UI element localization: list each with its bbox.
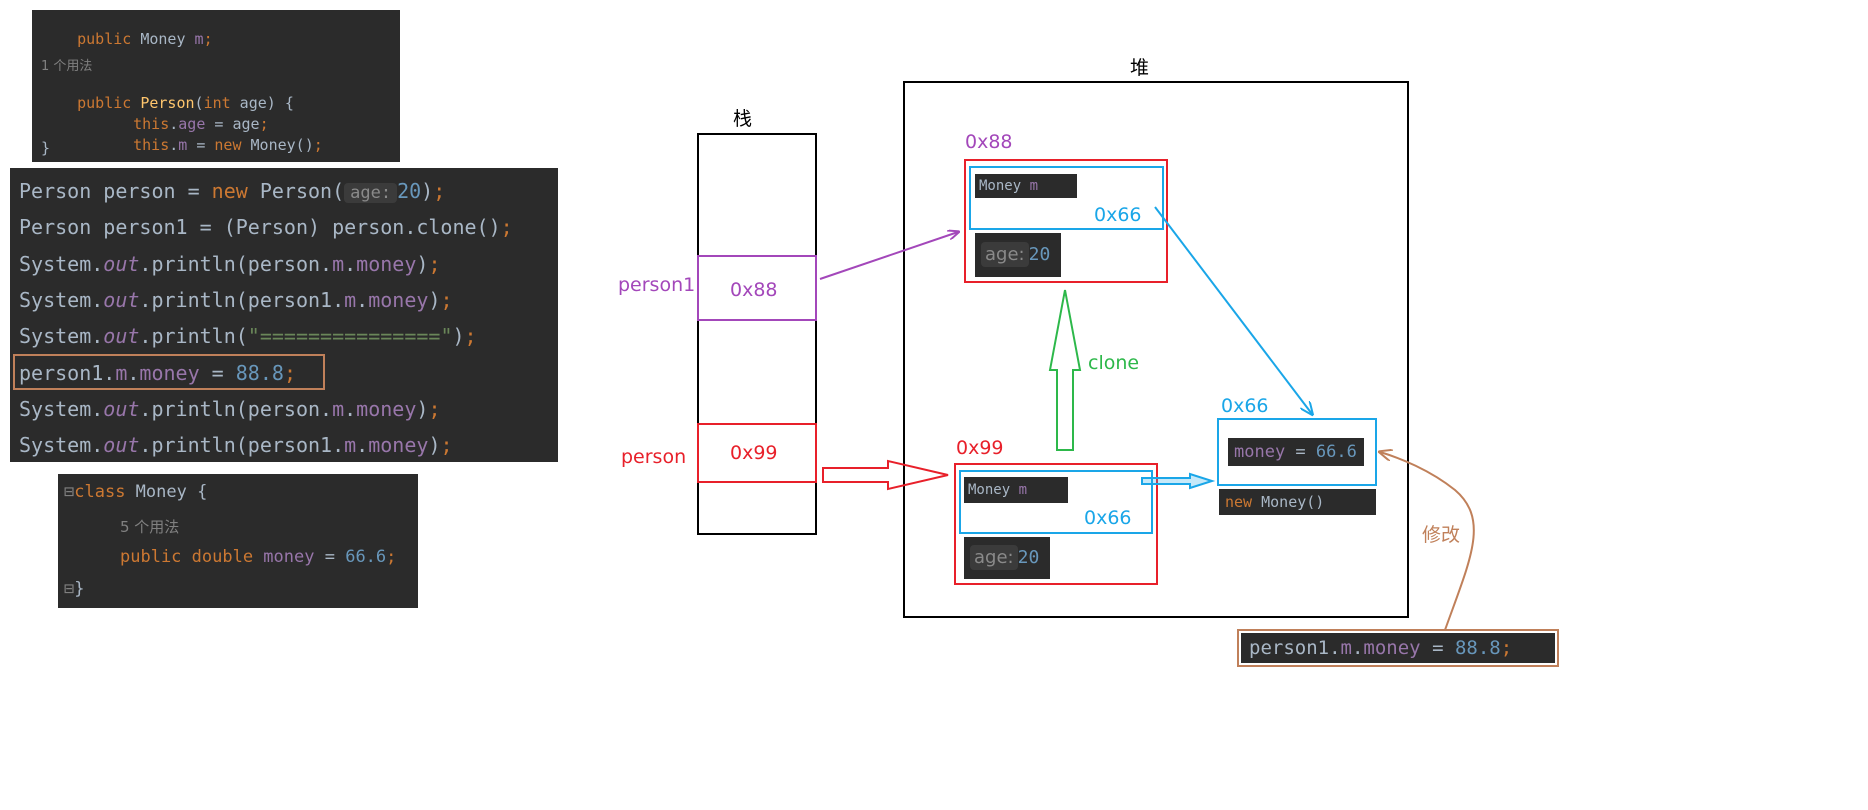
fold-icon: ⊟ <box>64 579 75 599</box>
field-m-decl: Money m <box>964 477 1068 503</box>
code-line: person1.m.money = 88.8; <box>19 361 296 385</box>
object-0x99-address: 0x99 <box>956 437 1004 459</box>
clone-arrow <box>1048 289 1082 451</box>
person1-label: person1 <box>618 274 696 296</box>
bottom-code-border <box>1237 629 1559 667</box>
param-hint: age: <box>344 183 398 203</box>
object-0x99-box <box>954 463 1158 585</box>
stack-title: 栈 <box>733 108 753 130</box>
person-value: 0x99 <box>730 442 778 464</box>
code-snippet-main: Person person = new Person(age:20); Pers… <box>10 168 558 462</box>
arrow-person-to-0x99 <box>822 459 949 491</box>
arrow-0x99-m-to-money <box>1141 472 1216 490</box>
stack-slot-person <box>697 423 817 483</box>
arrow-0x88-m-to-money <box>1154 206 1312 414</box>
code-line: ⊟class Money { <box>64 482 208 502</box>
code-line: this.m = new Money(); <box>133 136 323 154</box>
new-money-expression: new Money() <box>1219 489 1376 515</box>
code-line: System.out.println(person.m.money); <box>19 397 441 421</box>
modify-arrow <box>1380 452 1475 631</box>
money-object-address: 0x66 <box>1221 395 1269 417</box>
usage-hint: 5 个用法 <box>120 518 180 536</box>
field-m-decl: Money m <box>975 174 1077 198</box>
field-m-ref-value: 0x66 <box>1084 507 1132 529</box>
person-label: person <box>621 446 687 468</box>
code-line: System.out.println(person1.m.money); <box>19 433 453 457</box>
stack-frame <box>697 133 817 535</box>
code-line: ⊟} <box>64 579 85 599</box>
code-line: this.age = age; <box>133 115 269 133</box>
code-line: System.out.println("==============="); <box>19 324 477 348</box>
money-object-box <box>1217 418 1377 486</box>
usage-hint: 1 个用法 <box>41 59 93 74</box>
code-snippet-money-class: ⊟class Money { 5 个用法 public double money… <box>58 474 418 608</box>
fold-icon: ⊟ <box>64 482 75 502</box>
field-m-box-0x88 <box>969 166 1164 230</box>
heap-frame <box>903 81 1409 618</box>
code-snippet-person-constructor: public Money m; 1 个用法 public Person(int … <box>32 10 400 162</box>
bottom-code-snippet: person1.m.money = 88.8; <box>1241 633 1555 663</box>
stack-slot-person1 <box>697 255 817 321</box>
heap-title: 堆 <box>1130 57 1150 79</box>
code-line: System.out.println(person.m.money); <box>19 252 441 276</box>
code-line: public double money = 66.6; <box>120 547 397 567</box>
code-line: Person person = new Person(age:20); <box>19 179 446 203</box>
person1-value: 0x88 <box>730 279 778 301</box>
field-age-box: age:20 <box>975 233 1061 277</box>
object-0x88-address: 0x88 <box>965 131 1013 153</box>
object-0x88-box <box>964 159 1168 283</box>
arrow-person1-to-0x88 <box>819 232 958 280</box>
modify-label: 修改 <box>1422 524 1461 546</box>
field-m-ref-value: 0x66 <box>1094 204 1142 226</box>
code-line: public Person(int age) { <box>77 94 294 112</box>
highlight-box <box>13 354 325 390</box>
money-field-value: money = 66.6 <box>1228 438 1364 466</box>
code-line: System.out.println(person1.m.money); <box>19 288 453 312</box>
clone-label: clone <box>1088 352 1140 374</box>
code-line: } <box>41 139 51 157</box>
field-age-box: age:20 <box>964 537 1050 579</box>
field-m-box-0x99 <box>959 470 1153 534</box>
code-line: Person person1 = (Person) person.clone()… <box>19 215 513 239</box>
code-line: public Money m; <box>77 30 213 48</box>
